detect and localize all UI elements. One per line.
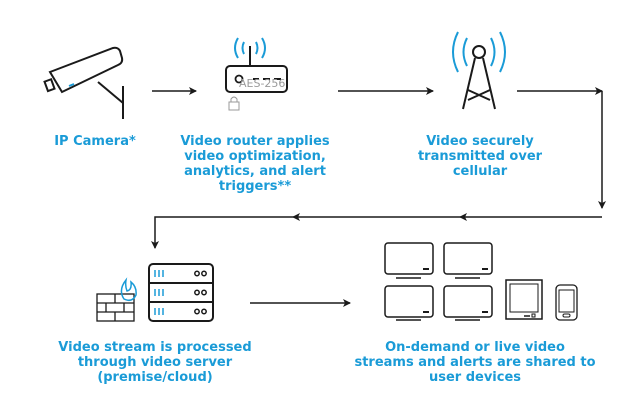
label-line: (premise/cloud) (97, 370, 213, 385)
tablet-icon (505, 279, 543, 320)
label-line: Video stream is processed (58, 340, 252, 355)
step-label-camera: IP Camera* (20, 134, 170, 149)
label-line: transmitted over (417, 149, 543, 164)
router-icon (225, 37, 288, 93)
label-line: On-demand or live video (385, 340, 565, 355)
devices-icon (384, 242, 578, 321)
cell-tower-icon (452, 31, 506, 110)
label-line: IP Camera* (54, 134, 136, 149)
phone-icon (555, 284, 578, 321)
step-label-router: Video router applies video optimization,… (165, 134, 345, 194)
lock-icon (228, 96, 240, 111)
label-line: analytics, and alert (184, 164, 326, 179)
step-label-server: Video stream is processed through video … (30, 340, 280, 385)
firewall-icon (96, 277, 137, 322)
monitor-icon (384, 242, 493, 321)
label-line: cellular (452, 164, 508, 179)
security-camera-icon (43, 46, 124, 119)
step-label-cellular: Video securely transmitted over cellular (400, 134, 560, 179)
label-line: user devices (428, 370, 522, 385)
return-connector (151, 87, 606, 249)
label-line: Video securely (426, 134, 534, 149)
label-line: triggers** (218, 179, 292, 194)
encryption-badge: AES-256 (239, 77, 286, 90)
label-line: Video router applies (180, 134, 330, 149)
label-line: video optimization, (184, 149, 326, 164)
step-label-devices: On-demand or live video streams and aler… (330, 340, 620, 385)
server-icon (148, 263, 214, 322)
label-line: through video server (77, 355, 233, 370)
label-line: streams and alerts are shared to (354, 355, 596, 370)
